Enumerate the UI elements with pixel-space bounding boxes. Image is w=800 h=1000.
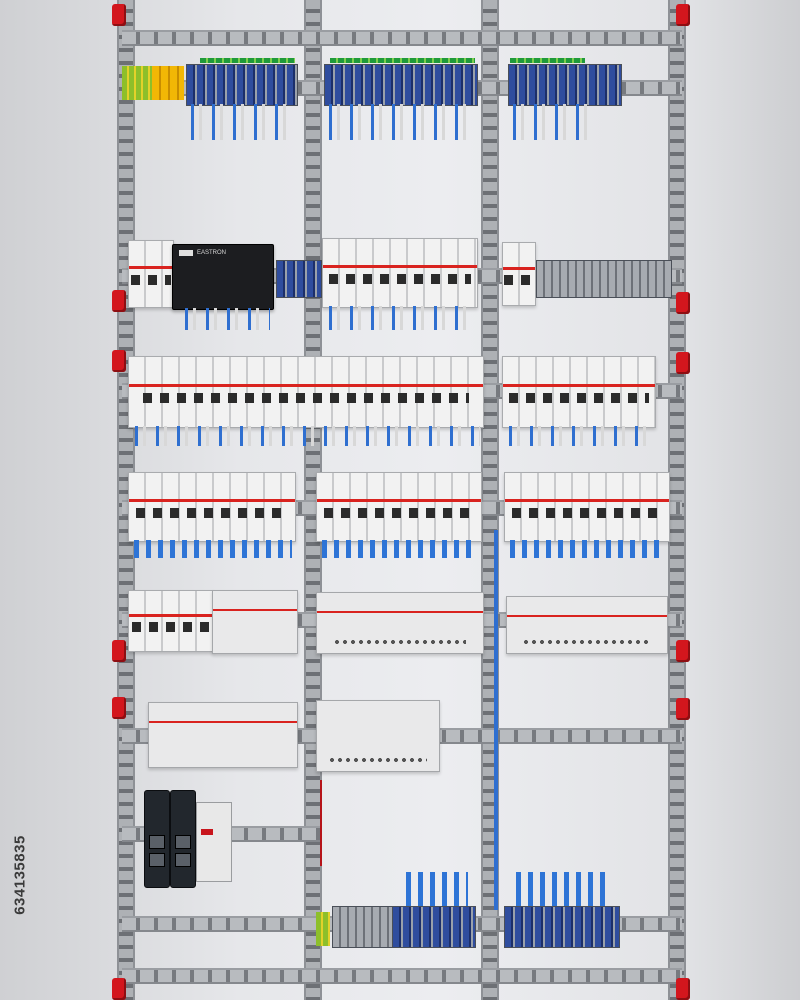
- red-clamp: [676, 352, 690, 374]
- breaker-bank-row-2: [322, 238, 478, 308]
- wire-bundle: [130, 426, 480, 446]
- din-rail-10: [122, 968, 682, 984]
- stock-id-watermark: 634135835: [8, 760, 32, 990]
- terminal-block-row-1c: [508, 64, 622, 106]
- breaker-bank-row-3-right: [502, 356, 656, 428]
- terminal-block-row-8-a: [332, 906, 394, 948]
- wire-bundle: [318, 540, 478, 558]
- wire-bundle: [512, 872, 608, 906]
- red-wire: [320, 780, 322, 866]
- wire-bundle: [402, 872, 468, 906]
- blue-junction-block: [276, 260, 322, 298]
- module-indicators: [333, 639, 467, 645]
- red-clamp: [676, 640, 690, 662]
- wire-bundle: [506, 540, 666, 558]
- module-stripe: [213, 609, 297, 611]
- ethernet-port: [175, 853, 191, 867]
- din-rail-1: [122, 30, 682, 46]
- wire-bundle: [508, 104, 593, 140]
- meter-brand-plate: [179, 250, 193, 256]
- wire-bundle: [180, 308, 270, 330]
- yellow-terminal-block: [152, 66, 184, 100]
- breaker-bank-row-4-c: [504, 472, 670, 542]
- control-module-row-5-a: [212, 590, 298, 654]
- terminal-block-row-8-c: [504, 906, 620, 948]
- terminal-top-strip: [510, 58, 585, 63]
- module-stripe: [149, 721, 297, 723]
- red-clamp: [112, 978, 126, 1000]
- breaker-bank-row-5-a: [128, 590, 214, 652]
- control-module-row-5-b: [316, 592, 484, 654]
- module-indicators: [523, 639, 651, 645]
- din-power-supply: [196, 802, 232, 882]
- wire-bundle: [504, 426, 652, 446]
- main-switch: [128, 240, 174, 308]
- wire-bundle: [324, 306, 474, 330]
- module-stripe: [317, 611, 483, 613]
- red-clamp: [676, 292, 690, 314]
- red-clamp: [676, 4, 690, 26]
- ethernet-port: [175, 835, 191, 849]
- red-clamp: [112, 697, 126, 719]
- breaker-bank-row-4-b: [316, 472, 482, 542]
- wire-bundle: [130, 540, 292, 558]
- small-breaker-row-2: [502, 242, 536, 306]
- terminal-block-row-1a: [186, 64, 298, 106]
- red-clamp: [112, 290, 126, 312]
- ethernet-port: [149, 853, 165, 867]
- terminal-block-row-2: [536, 260, 672, 298]
- module-stripe: [507, 615, 667, 617]
- vertical-blue-wire: [494, 530, 498, 910]
- breaker-bank-row-3-left: [128, 356, 484, 428]
- module-indicators: [329, 757, 427, 763]
- terminal-top-strip: [200, 58, 295, 63]
- red-clamp: [112, 640, 126, 662]
- control-module-row-5-c: [506, 596, 668, 654]
- network-device-1: [144, 790, 170, 888]
- energy-meter: EASTRON: [172, 244, 274, 310]
- earth-terminal-block: [122, 66, 152, 100]
- psu-brand-mark: [201, 829, 213, 835]
- terminal-block-row-8-b: [392, 906, 476, 948]
- terminal-top-strip: [330, 58, 475, 63]
- red-clamp: [112, 350, 126, 372]
- earth-terminal-block: [316, 912, 330, 946]
- red-clamp: [112, 4, 126, 26]
- red-clamp: [676, 698, 690, 720]
- meter-label: EASTRON: [197, 250, 227, 256]
- terminal-block-row-1b: [324, 64, 478, 106]
- stock-id-text: 634135835: [11, 835, 29, 915]
- network-device-2: [170, 790, 196, 888]
- control-module-row-6-a: [148, 702, 298, 768]
- red-clamp: [676, 978, 690, 1000]
- breaker-bank-row-4-a: [128, 472, 296, 542]
- control-module-row-6-b: [316, 700, 440, 772]
- wire-bundle: [186, 104, 296, 140]
- wire-bundle: [324, 104, 476, 140]
- ethernet-port: [149, 835, 165, 849]
